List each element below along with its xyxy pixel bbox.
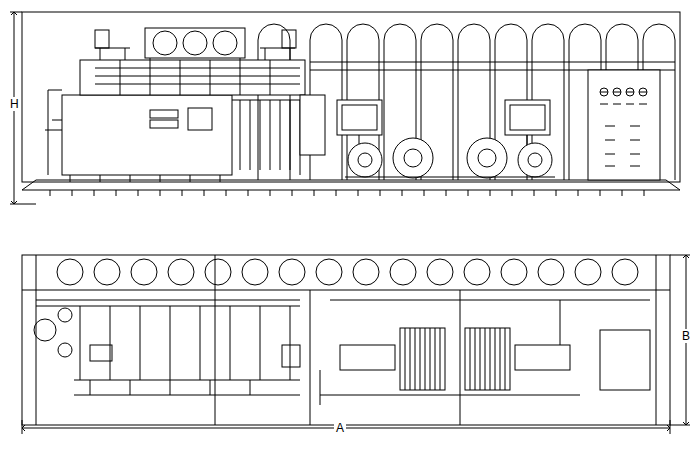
motor-body	[400, 328, 445, 390]
cooler-face	[342, 105, 377, 130]
plan-piping	[36, 300, 300, 395]
motor-fins	[405, 328, 440, 390]
dimension-label: A	[334, 421, 346, 435]
nameplate	[150, 110, 178, 118]
compressor-body	[515, 345, 570, 370]
engine-piping	[45, 90, 220, 182]
motor-body	[465, 328, 510, 390]
cooler-face	[510, 105, 545, 130]
cylinder-heads	[95, 60, 300, 95]
filter-top	[34, 319, 56, 341]
dimension-label: B	[680, 329, 692, 343]
engine-crankcase	[62, 95, 232, 175]
compressor-hub	[358, 153, 372, 167]
cylinder-top	[242, 259, 268, 285]
air-filter	[183, 31, 207, 55]
cylinder-top	[205, 259, 231, 285]
junction-box	[300, 95, 325, 155]
panel-gauge	[626, 88, 634, 96]
control-box	[600, 330, 650, 390]
compressor-head	[348, 143, 382, 177]
valve-body	[95, 30, 109, 48]
cylinder-top	[501, 259, 527, 285]
cooler-stand	[359, 135, 527, 145]
panel-switches	[600, 92, 647, 166]
intake-pipes	[95, 48, 295, 60]
panel-gauge	[639, 88, 647, 96]
cylinder-top	[464, 259, 490, 285]
cooler-box	[337, 100, 382, 135]
nameplate	[150, 120, 178, 128]
compressor-hub	[528, 153, 542, 167]
dimension-line	[22, 420, 670, 434]
cylinder-top	[131, 259, 157, 285]
valve-body	[282, 30, 296, 48]
cylinder-top	[316, 259, 342, 285]
motor-hub	[404, 149, 422, 167]
motor-base	[345, 177, 555, 178]
skid-plan-frame	[22, 255, 670, 425]
engine-block	[80, 60, 305, 95]
cylinder-top	[353, 259, 379, 285]
fitting	[282, 345, 300, 367]
panel-rail	[310, 62, 675, 70]
cylinder-top	[390, 259, 416, 285]
cylinder-top	[279, 259, 305, 285]
motor-fins	[470, 328, 505, 390]
compressor-body	[340, 345, 395, 370]
fitting	[90, 345, 112, 361]
air-filter	[213, 31, 237, 55]
air-filter-housing	[145, 28, 245, 58]
panel-gauge	[613, 88, 621, 96]
control-panel	[588, 70, 660, 180]
cylinder-top	[575, 259, 601, 285]
compressor-head	[518, 143, 552, 177]
nameplate	[188, 108, 212, 130]
motor-end	[467, 138, 507, 178]
panel-gauge	[600, 88, 608, 96]
cylinder-top	[94, 259, 120, 285]
cylinder-top	[427, 259, 453, 285]
motor-end	[393, 138, 433, 178]
skid-base	[22, 180, 680, 190]
skid-feet	[50, 190, 644, 196]
enclosure-frame	[22, 12, 680, 182]
manifold-piping	[232, 100, 300, 175]
cylinder-top	[612, 259, 638, 285]
cylinder-top	[168, 259, 194, 285]
cooler-box	[505, 100, 550, 135]
air-filter	[153, 31, 177, 55]
valve-top	[58, 308, 72, 322]
cylinder-top	[57, 259, 83, 285]
plan-piping	[320, 300, 650, 405]
motor-hub	[478, 149, 496, 167]
cylinder-top	[538, 259, 564, 285]
dimension-label: H	[8, 97, 21, 111]
valve-top	[58, 343, 72, 357]
arched-panel	[258, 24, 290, 180]
frame-members	[22, 255, 670, 425]
